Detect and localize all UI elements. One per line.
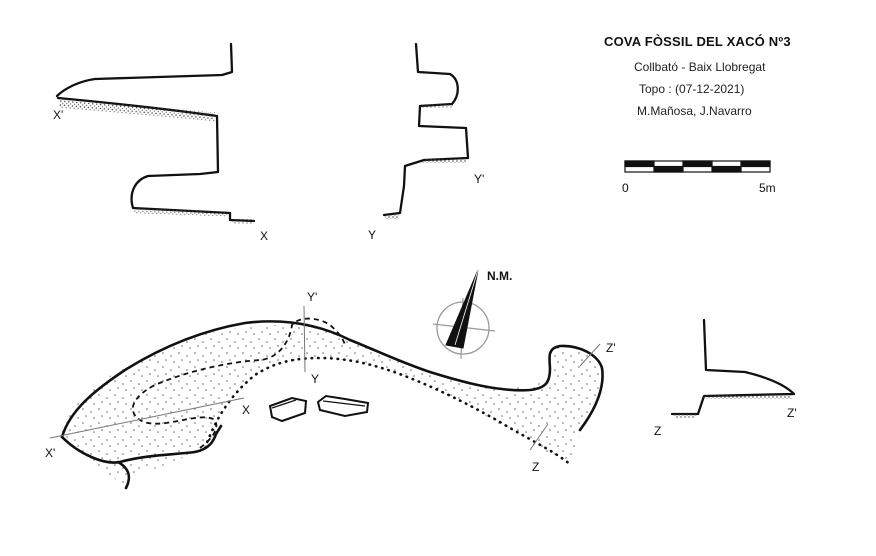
- section-x: [55, 42, 256, 223]
- plan-x-prime-label: X': [45, 446, 56, 460]
- section-y-floor-2: [422, 159, 466, 163]
- plan-inner-wall: [60, 424, 223, 464]
- section-x-floor-step: [232, 219, 254, 224]
- section-z-label: Z: [654, 424, 662, 438]
- plan-y-label: Y: [311, 372, 320, 386]
- scale-bar: [624, 160, 771, 173]
- scale-end-label: 5m: [759, 181, 776, 195]
- cut-line-x: [49, 397, 245, 439]
- plan-rock-1-line: [271, 399, 297, 409]
- survey-date: Topo : (07-12-2021): [639, 82, 745, 96]
- section-z-floor-2: [674, 413, 696, 418]
- plan-view: [49, 305, 604, 490]
- section-y-floor-3: [385, 215, 399, 219]
- section-y-prime-label: Y': [474, 172, 485, 186]
- plan-dashed-contour: [131, 317, 346, 449]
- section-x-floor-upper: [59, 99, 216, 122]
- north-arrow: [432, 269, 496, 360]
- section-x-label: X: [260, 229, 269, 243]
- plan-cave-floor: [61, 324, 603, 486]
- section-z: [670, 318, 796, 416]
- plan-z-label: Z: [532, 460, 540, 474]
- section-z-floor-1: [706, 395, 792, 399]
- cut-line-z-lower: [529, 423, 549, 451]
- cut-line-z-upper: [579, 343, 601, 367]
- scale-start-label: 0: [622, 181, 629, 195]
- survey-title: COVA FÒSSIL DEL XACÓ Nº3: [604, 34, 791, 49]
- section-y-floor-1: [421, 104, 453, 108]
- plan-rock-2-line: [322, 400, 366, 407]
- north-label: N.M.: [487, 269, 513, 283]
- survey-location: Collbató - Baix Llobregat: [634, 60, 766, 74]
- plan-dotted-line: [203, 356, 574, 468]
- section-x-floor-lower: [133, 207, 228, 217]
- survey-authors: M.Mañosa, J.Navarro: [637, 104, 752, 118]
- section-z-prime-label: Z': [787, 406, 797, 420]
- plan-rock-1: [268, 396, 308, 423]
- plan-z-prime-label: Z': [606, 341, 616, 355]
- section-x-prime-label: X': [53, 108, 64, 122]
- plan-rock-2: [316, 394, 370, 418]
- plan-y-prime-label: Y': [307, 290, 318, 304]
- cut-line-y: [303, 305, 306, 373]
- plan-outer-wall: [60, 320, 604, 439]
- section-y-label: Y: [368, 228, 377, 242]
- plan-x-label: X: [242, 403, 251, 417]
- plan-inner-wall-end: [116, 460, 131, 490]
- section-y: [382, 42, 470, 217]
